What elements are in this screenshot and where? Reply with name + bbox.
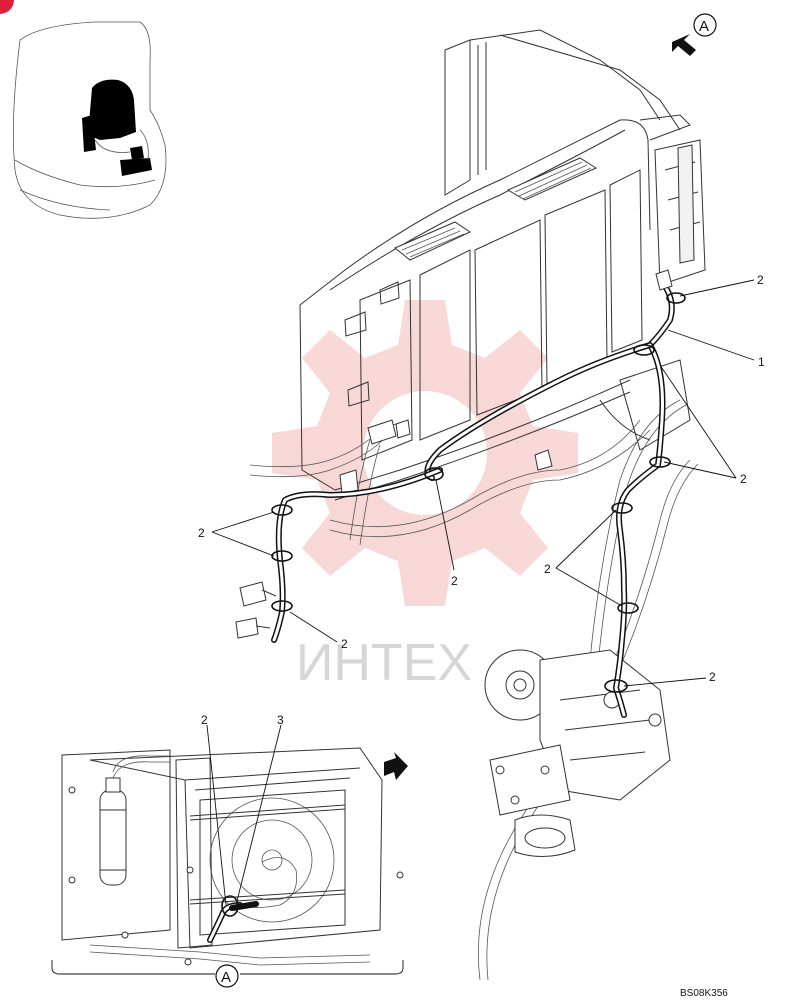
callout-2-top-right: 2 — [757, 273, 764, 287]
callout-2-left-upper: 2 — [198, 526, 205, 540]
view-a-arrow: A — [672, 13, 717, 56]
corner-marker — [0, 0, 14, 14]
view-a-label-inset-marker: A — [215, 964, 239, 988]
callout-2-center: 2 — [451, 574, 458, 588]
watermark-gear — [272, 300, 578, 606]
compressor — [484, 649, 671, 857]
callout-2-right-bottom: 2 — [709, 670, 716, 684]
inset-view-a — [61, 724, 404, 966]
drawing-code: BS08K356 — [680, 988, 728, 999]
callout-2-right-low: 2 — [544, 562, 551, 576]
leader-lines — [211, 279, 755, 687]
view-a-label-inset: A — [221, 969, 231, 986]
callout-2-left-lower: 2 — [341, 637, 348, 651]
hose-1 — [235, 269, 675, 718]
callout-2-right-mid: 2 — [740, 472, 747, 486]
callout-3-inset: 3 — [277, 713, 284, 727]
view-a-label-top: A — [699, 18, 709, 35]
watermark-text: ИНТЕХ — [296, 634, 472, 692]
callout-2-inset: 2 — [201, 713, 208, 727]
inset-direction-arrow — [384, 752, 408, 780]
callout-1: 1 — [758, 355, 765, 369]
pipe-fittings — [339, 419, 553, 495]
machine-locator-thumbnail — [12, 21, 167, 219]
inset-brace — [51, 960, 404, 975]
